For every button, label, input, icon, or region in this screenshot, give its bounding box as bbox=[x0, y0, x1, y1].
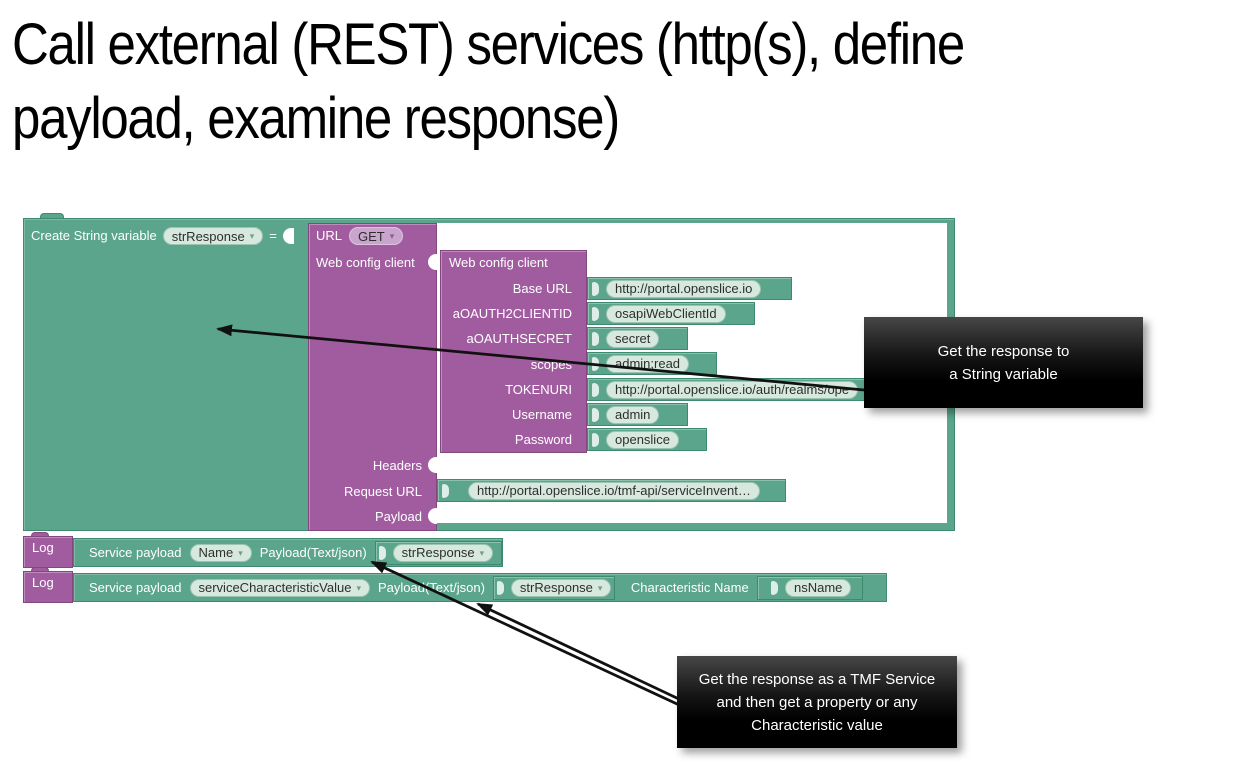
payload-selector-value: serviceCharacteristicValue bbox=[198, 580, 352, 595]
web-config-client-title: Web config client bbox=[449, 255, 548, 270]
value-block-username[interactable]: admin bbox=[587, 403, 688, 426]
service-payload-block-1[interactable]: Service payload Name ▾ Payload(Text/json… bbox=[73, 538, 503, 567]
url-label: URL bbox=[316, 228, 343, 243]
dropdown-caret-icon: ▾ bbox=[479, 547, 485, 558]
block-notch-icon bbox=[40, 213, 64, 220]
value-block-secret[interactable]: secret bbox=[587, 327, 688, 350]
tokenuri-field[interactable]: http://portal.openslice.io/auth/realms/o… bbox=[606, 380, 859, 399]
value-socket-icon bbox=[282, 228, 294, 244]
password-field[interactable]: openslice bbox=[606, 430, 679, 449]
socket-icon bbox=[428, 508, 437, 524]
log-block-1[interactable]: Log bbox=[23, 536, 73, 568]
field-label-password: Password bbox=[514, 432, 572, 447]
value-block-nsname[interactable]: nsName bbox=[756, 575, 863, 600]
value-block-strresponse[interactable]: strResponse ▾ bbox=[374, 540, 502, 565]
http-method-value: GET bbox=[358, 228, 385, 244]
callout-line: Characteristic value bbox=[751, 716, 883, 734]
payload-label: Payload bbox=[375, 509, 422, 524]
log-label: Log bbox=[32, 575, 54, 590]
value-block-base-url[interactable]: http://portal.openslice.io bbox=[587, 277, 792, 300]
request-url-field[interactable]: http://portal.openslice.io/tmf-api/servi… bbox=[468, 481, 760, 500]
connector-tab-icon bbox=[442, 483, 449, 498]
strresponse-value: strResponse bbox=[401, 545, 475, 560]
dropdown-caret-icon: ▾ bbox=[389, 231, 395, 241]
connector-tab-icon bbox=[770, 580, 778, 595]
connector-tab-icon bbox=[592, 306, 599, 321]
page-title-line-1: Call external (REST) services (http(s), … bbox=[12, 12, 965, 77]
field-label-oauth2clientid: aOAUTH2CLIENTID bbox=[452, 306, 572, 321]
callout-line: a String variable bbox=[949, 365, 1058, 383]
nsname-field[interactable]: nsName bbox=[784, 578, 852, 597]
secret-field[interactable]: secret bbox=[606, 329, 660, 348]
field-label-username: Username bbox=[512, 407, 572, 422]
http-method-dropdown[interactable]: GET ▾ bbox=[349, 227, 404, 245]
payload-selector-dropdown[interactable]: serviceCharacteristicValue ▾ bbox=[189, 578, 370, 597]
connector-tab-icon bbox=[496, 580, 504, 595]
field-label-tokenuri: TOKENURI bbox=[505, 382, 572, 397]
strresponse-dropdown[interactable]: strResponse ▾ bbox=[392, 543, 494, 562]
clientid-field[interactable]: osapiWebClientId bbox=[606, 304, 726, 323]
connector-tab-icon bbox=[592, 331, 599, 346]
value-block-strresponse[interactable]: strResponse ▾ bbox=[492, 575, 615, 600]
service-payload-label: Service payload bbox=[89, 544, 182, 560]
headers-label: Headers bbox=[372, 458, 422, 473]
base-url-field[interactable]: http://portal.openslice.io bbox=[606, 279, 762, 298]
scopes-field[interactable]: admin;read bbox=[606, 354, 690, 373]
callout-line: Get the response as a TMF Service bbox=[698, 670, 936, 688]
page-title-line-2: payload, examine response) bbox=[12, 86, 620, 151]
strresponse-dropdown[interactable]: strResponse ▾ bbox=[510, 578, 612, 597]
callout-line: and then get a property or any bbox=[716, 693, 918, 711]
strresponse-value: strResponse bbox=[519, 580, 593, 595]
request-url-label: Request URL bbox=[343, 484, 422, 499]
characteristic-name-label: Characteristic Name bbox=[630, 579, 749, 595]
callout-tmf-service: Get the response as a TMF Service and th… bbox=[677, 656, 957, 748]
socket-icon bbox=[428, 254, 437, 270]
payload-selector-value: Name bbox=[198, 545, 234, 560]
page-title: Call external (REST) services (http(s), … bbox=[12, 8, 1094, 156]
connector-tab-icon bbox=[378, 545, 386, 560]
dropdown-caret-icon: ▾ bbox=[597, 582, 603, 593]
connector-tab-icon bbox=[592, 382, 599, 397]
variable-dropdown-value: strResponse bbox=[171, 228, 245, 244]
connector-tab-icon bbox=[592, 432, 599, 447]
payload-selector-dropdown[interactable]: Name ▾ bbox=[189, 543, 252, 562]
block-notch-icon bbox=[31, 532, 49, 538]
log-block-2[interactable]: Log bbox=[23, 571, 73, 603]
service-payload-block-2[interactable]: Service payload serviceCharacteristicVal… bbox=[73, 573, 887, 602]
connector-tab-icon bbox=[592, 356, 599, 371]
username-field[interactable]: admin bbox=[606, 405, 660, 424]
variable-dropdown[interactable]: strResponse ▾ bbox=[162, 227, 264, 245]
equals-label: = bbox=[269, 228, 277, 243]
value-block-tokenuri[interactable]: http://portal.openslice.io/auth/realms/o… bbox=[587, 378, 905, 401]
callout-line: Get the response to bbox=[937, 342, 1070, 360]
value-block-request-url[interactable]: http://portal.openslice.io/tmf-api/servi… bbox=[437, 479, 786, 502]
dropdown-caret-icon: ▾ bbox=[238, 547, 243, 558]
payload-text-json-label: Payload(Text/json) bbox=[259, 544, 367, 560]
create-variable-label: Create String variable bbox=[31, 228, 157, 243]
socket-icon bbox=[428, 457, 437, 473]
service-payload-label: Service payload bbox=[89, 579, 182, 595]
dropdown-caret-icon: ▾ bbox=[356, 582, 361, 593]
field-label-oauthsecret: aOAUTHSECRET bbox=[466, 331, 572, 346]
connector-tab-icon bbox=[592, 407, 599, 422]
callout-string-variable: Get the response to a String variable bbox=[864, 317, 1143, 408]
dropdown-caret-icon: ▾ bbox=[249, 231, 255, 241]
value-block-clientid[interactable]: osapiWebClientId bbox=[587, 302, 755, 325]
payload-text-json-label: Payload(Text/json) bbox=[377, 579, 485, 595]
field-label-scopes: scopes bbox=[530, 357, 572, 372]
log-label: Log bbox=[32, 540, 54, 555]
value-block-scopes[interactable]: admin;read bbox=[587, 352, 717, 375]
field-label-base-url: Base URL bbox=[512, 281, 572, 296]
value-block-password[interactable]: openslice bbox=[587, 428, 707, 451]
arrow-line bbox=[476, 602, 682, 702]
connector-tab-icon bbox=[592, 281, 599, 296]
web-config-socket-label: Web config client bbox=[316, 255, 415, 270]
